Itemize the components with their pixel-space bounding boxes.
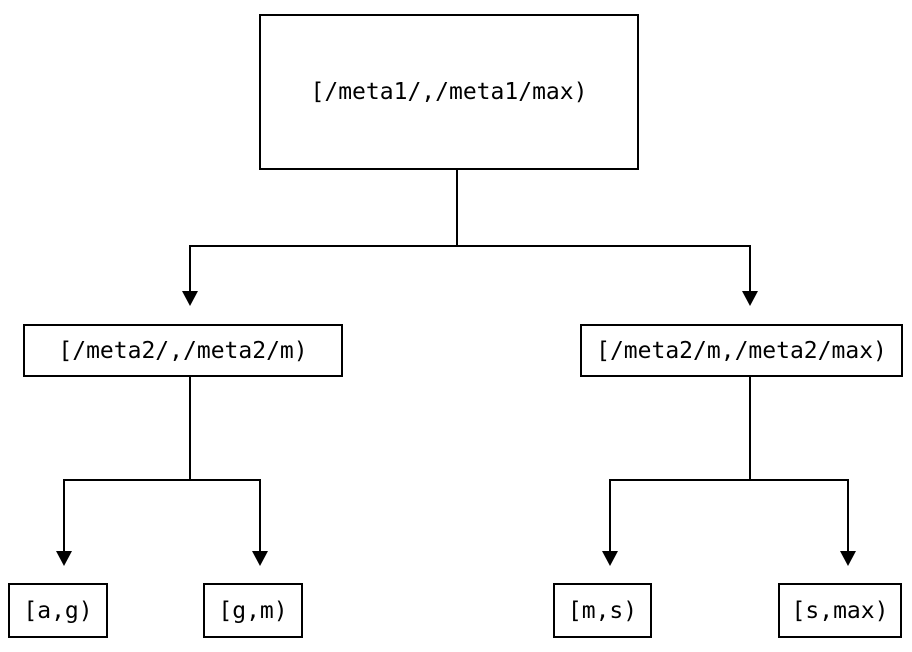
node-label: [m,s) (567, 597, 638, 624)
node-label: [/meta2/,/meta2/m) (58, 337, 308, 364)
node-level2-left: [/meta2/,/meta2/m) (23, 324, 343, 377)
node-level2-right: [/meta2/m,/meta2/max) (580, 324, 903, 377)
arrowhead-down-icon (742, 291, 758, 306)
arrowhead-down-icon (56, 551, 72, 566)
node-leaf-ag: [a,g) (8, 583, 108, 638)
edge-to-leaf-ag (63, 479, 65, 551)
edge-level2-left-crossbar (63, 479, 261, 481)
node-root-interval: [/meta1/,/meta1/max) (259, 14, 639, 170)
node-label: [a,g) (23, 597, 93, 624)
node-label: [s,max) (791, 597, 889, 624)
node-label: [g,m) (218, 597, 288, 624)
edge-root-to-level2-left (189, 245, 191, 291)
arrowhead-down-icon (602, 551, 618, 566)
node-leaf-ms: [m,s) (553, 583, 652, 638)
edge-level2-right-stem (749, 377, 751, 481)
edge-root-stem (456, 170, 458, 247)
node-leaf-gm: [g,m) (203, 583, 303, 638)
edge-level2-left-stem (189, 377, 191, 481)
arrowhead-down-icon (840, 551, 856, 566)
node-leaf-smax: [s,max) (778, 583, 902, 638)
edge-level2-right-crossbar (609, 479, 849, 481)
edge-to-leaf-gm (259, 479, 261, 551)
arrowhead-down-icon (252, 551, 268, 566)
arrowhead-down-icon (182, 291, 198, 306)
node-label: [/meta2/m,/meta2/max) (596, 337, 887, 364)
edge-to-leaf-smax (847, 479, 849, 551)
edge-root-crossbar (189, 245, 751, 247)
edge-to-leaf-ms (609, 479, 611, 551)
edge-root-to-level2-right (749, 245, 751, 291)
node-label: [/meta1/,/meta1/max) (310, 79, 588, 105)
